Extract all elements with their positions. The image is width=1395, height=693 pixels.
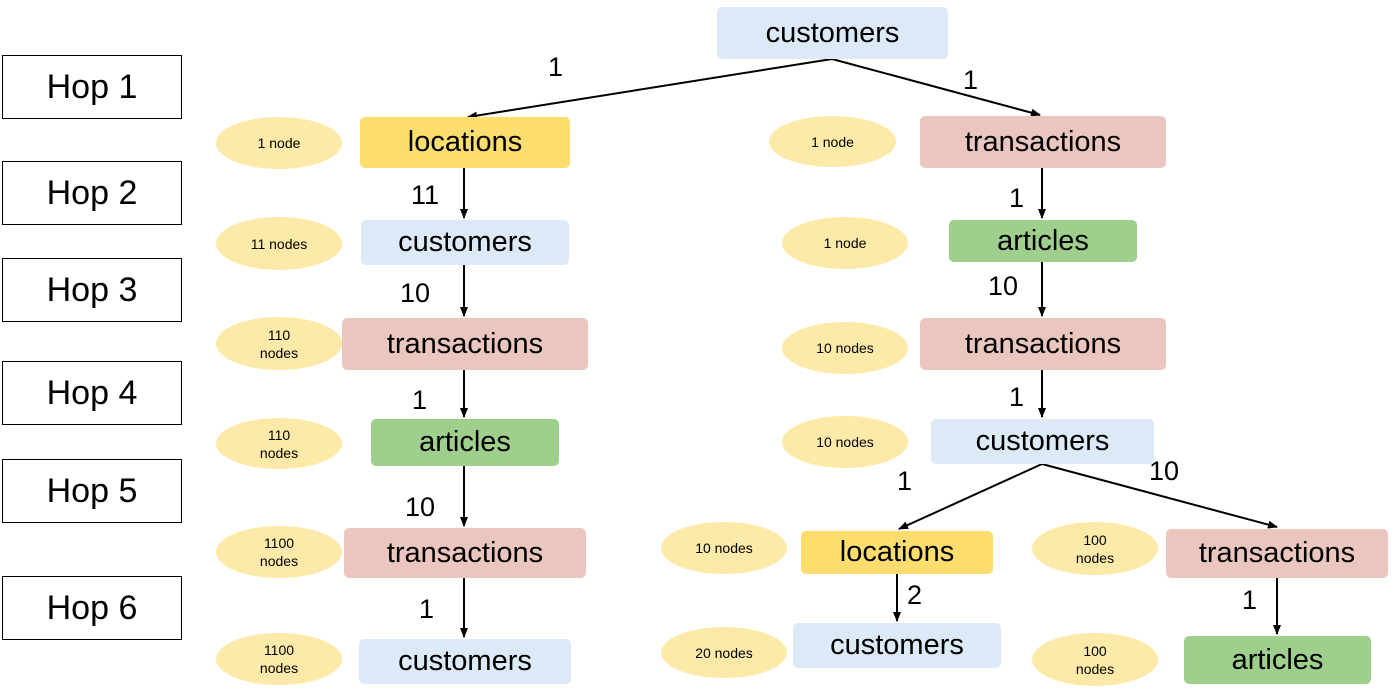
left-count-3: 110 nodes [216, 317, 342, 370]
edge-label-root-locations: 1 [548, 52, 564, 82]
right-count-1: 1 node [769, 116, 896, 167]
edge-label-left-4: 10 [405, 492, 436, 522]
edge-label-left-5: 1 [419, 594, 435, 624]
hop-1-label: Hop 1 [2, 55, 182, 119]
edge-label-locations-customers: 2 [907, 580, 923, 610]
hop-2-label: Hop 2 [2, 161, 182, 225]
left-count-2: 11 nodes [216, 217, 342, 270]
edge-label-left-2: 10 [400, 278, 431, 308]
left-transactions-2-node: transactions [344, 528, 586, 578]
left-count-6: 1100 nodes [216, 633, 342, 685]
left-count-5: 1100 nodes [216, 526, 342, 578]
branch-locations-node: locations [801, 531, 993, 574]
edge-customers-to-transactions [1041, 463, 1278, 529]
left-locations-node: locations [360, 117, 570, 168]
branch-articles-count: 100 nodes [1032, 633, 1158, 686]
edge-label-left-1: 11 [411, 180, 440, 210]
hop-4-label: Hop 4 [2, 361, 182, 425]
left-customers-2-node: customers [359, 639, 571, 684]
edge-root-to-transactions [831, 58, 1041, 117]
right-count-2: 1 node [782, 217, 908, 269]
edge-customers-to-locations [898, 463, 1043, 530]
left-transactions-node: transactions [342, 318, 588, 370]
branch-transactions-node: transactions [1166, 529, 1388, 578]
edge-label-left-3: 1 [412, 385, 428, 415]
edge-label-customers-transactions: 10 [1149, 456, 1180, 486]
edge-label-right-2: 10 [988, 271, 1019, 301]
hop-6-label: Hop 6 [2, 576, 182, 640]
branch-articles-node: articles [1184, 636, 1371, 684]
left-articles-node: articles [371, 419, 559, 466]
branch-customers-count: 20 nodes [661, 627, 787, 678]
branch-transactions-count: 100 nodes [1032, 522, 1158, 575]
edge-label-transactions-articles: 1 [1242, 585, 1258, 615]
edge-label-root-transactions: 1 [963, 65, 979, 95]
hop-3-label: Hop 3 [2, 258, 182, 322]
right-customers-node: customers [931, 419, 1154, 464]
edge-root-to-locations [467, 58, 833, 120]
root-customers-node: customers [717, 7, 948, 59]
branch-customers-node: customers [793, 623, 1001, 668]
right-transactions-2-node: transactions [920, 318, 1166, 370]
left-customers-node: customers [361, 220, 569, 265]
right-count-3: 10 nodes [782, 322, 908, 374]
edge-label-right-3: 1 [1009, 382, 1025, 412]
edge-label-customers-locations: 1 [897, 466, 913, 496]
right-count-4: 10 nodes [782, 416, 908, 468]
left-count-1: 1 node [216, 117, 342, 169]
branch-locations-count: 10 nodes [661, 522, 787, 574]
right-transactions-node: transactions [920, 116, 1166, 168]
edge-label-right-1: 1 [1009, 183, 1025, 213]
left-count-4: 110 nodes [216, 418, 342, 469]
hop-5-label: Hop 5 [2, 459, 182, 523]
right-articles-node: articles [949, 220, 1137, 262]
